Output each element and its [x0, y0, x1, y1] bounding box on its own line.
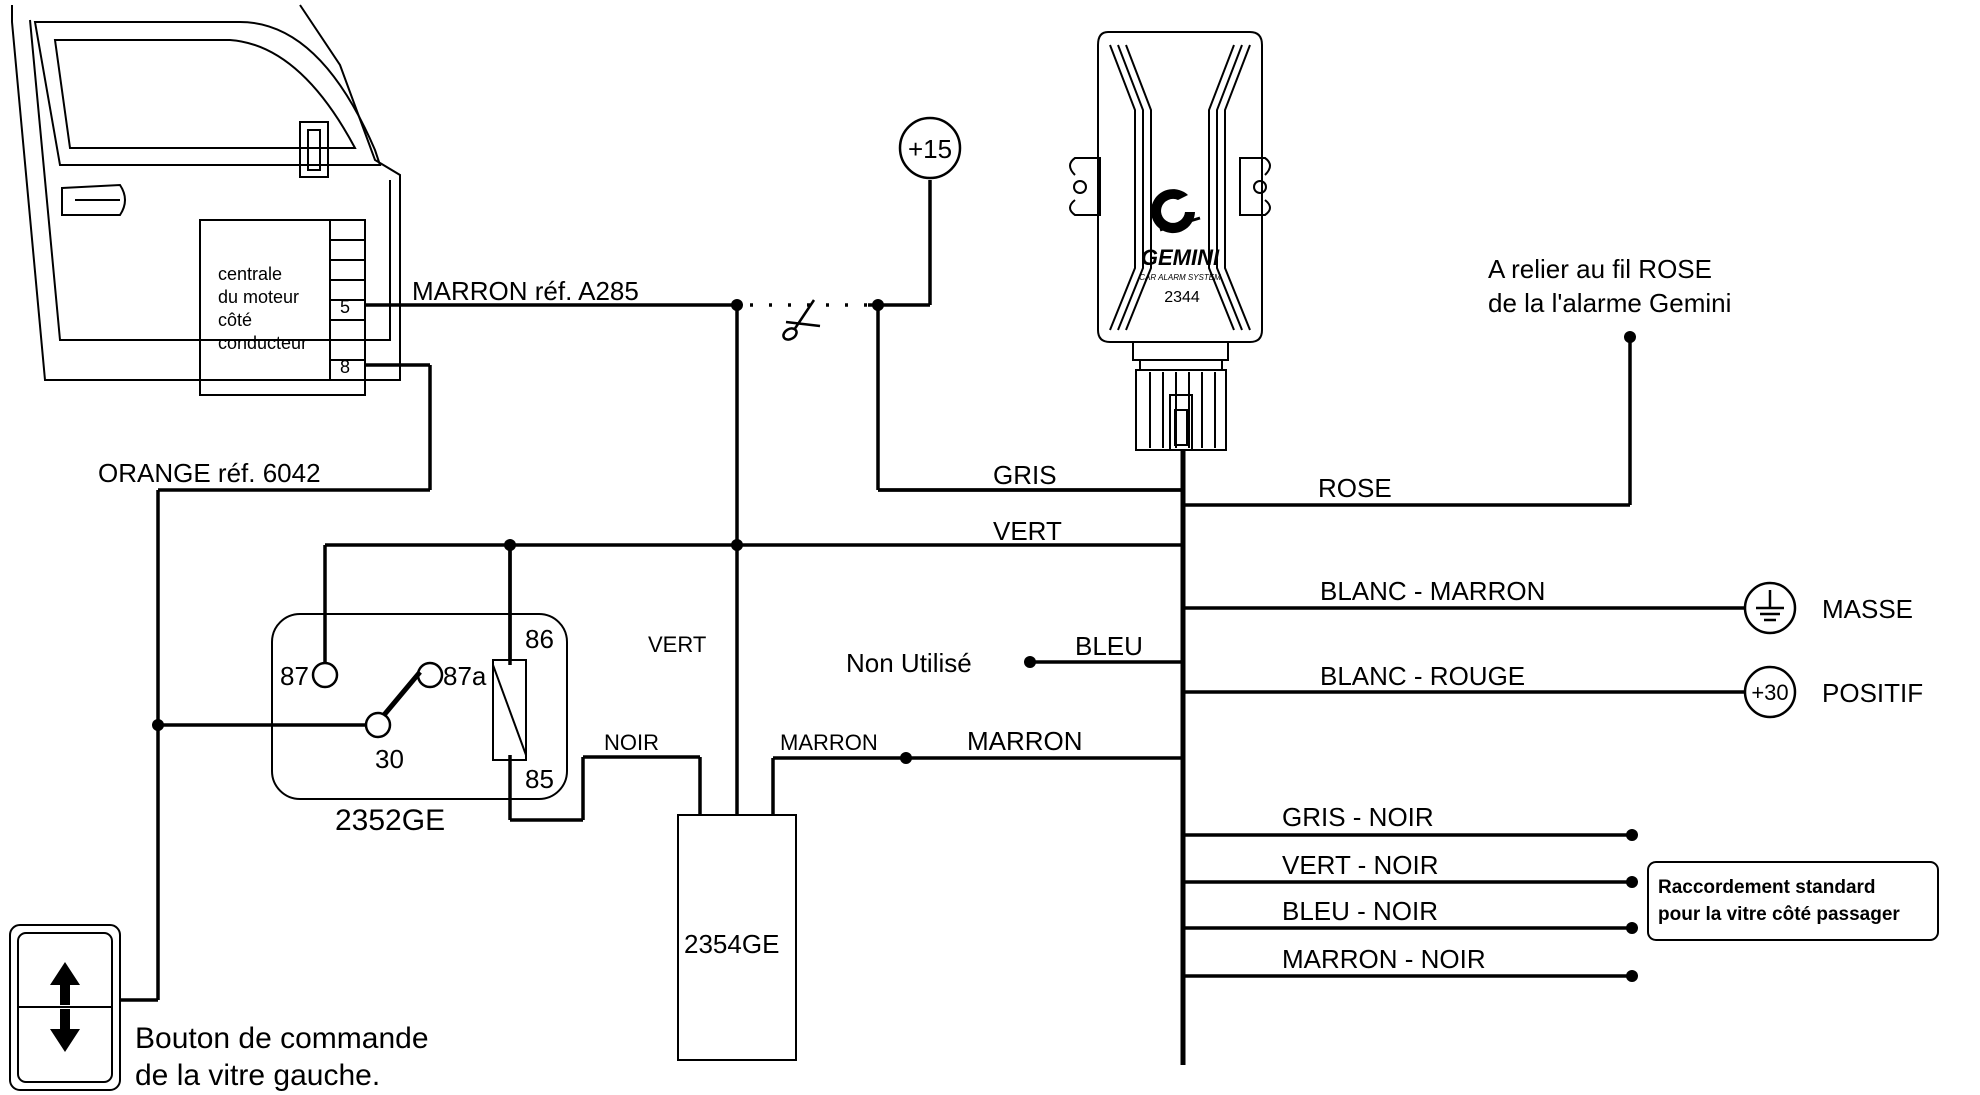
raccord-line2: pour la vitre côté passager	[1658, 904, 1900, 925]
harness-blanc-marron-label: BLANC - MARRON	[1320, 576, 1545, 606]
orange-ref-label: ORANGE réf. 6042	[98, 458, 321, 488]
non-utilise-label: Non Utilisé	[846, 648, 972, 678]
gemini-brand: GEMINI	[1141, 245, 1220, 270]
relay-2352ge: 86 87 87a 30 85 2352GE	[271, 545, 568, 837]
scissors-icon	[782, 299, 821, 341]
module-2354-name: 2354GE	[684, 929, 779, 959]
harness-rose-label: ROSE	[1318, 473, 1392, 503]
relier-note-line2: de la l'alarme Gemini	[1488, 288, 1731, 318]
marron-small-label: MARRON	[780, 730, 878, 755]
ground-icon	[1743, 581, 1797, 635]
relay-pin-85: 85	[525, 764, 554, 794]
plus30-terminal: +30	[1743, 665, 1797, 719]
module-line-4: conducteur	[218, 333, 307, 353]
masse-label: MASSE	[1822, 594, 1913, 624]
positif-label: POSITIF	[1822, 678, 1923, 708]
bouton-line2: de la vitre gauche.	[135, 1059, 380, 1092]
driver-motor-module: centrale du moteur côté conducteur 5 8	[199, 219, 366, 396]
relay-pin-30: 30	[375, 744, 404, 774]
arrow-up-icon	[50, 962, 80, 1005]
noir-label: NOIR	[604, 730, 659, 755]
main-harness	[878, 331, 1745, 1065]
window-switch	[9, 924, 121, 1091]
harness-vert-noir-label: VERT - NOIR	[1282, 850, 1439, 880]
plus15-terminal: +15	[898, 116, 962, 180]
module-2354ge: 2354GE	[677, 814, 797, 1061]
gemini-model: 2344	[1164, 289, 1200, 306]
vert-vertical-label: VERT	[648, 632, 706, 657]
harness-marron-label: MARRON	[967, 726, 1083, 756]
plus30-label: +30	[1751, 680, 1788, 705]
harness-vert-label: VERT	[993, 516, 1062, 546]
relay-pin-86: 86	[525, 624, 554, 654]
raccord-line1: Raccordement standard	[1658, 877, 1876, 898]
harness-blanc-rouge-label: BLANC - ROUGE	[1320, 661, 1525, 691]
module-line-3: côté	[218, 310, 252, 330]
harness-gris-noir-label: GRIS - NOIR	[1282, 802, 1434, 832]
bouton-line1: Bouton de commande	[135, 1022, 429, 1055]
module-line-2: du moteur	[218, 287, 299, 307]
harness-gris-label: GRIS	[993, 460, 1057, 490]
arrow-down-icon	[50, 1009, 80, 1052]
pin-8-label: 8	[340, 357, 350, 377]
harness-marron-noir-label: MARRON - NOIR	[1282, 944, 1486, 974]
pin-5-label: 5	[340, 297, 350, 317]
relier-note-line1: A relier au fil ROSE	[1488, 254, 1712, 284]
module-line-1: centrale	[218, 264, 282, 284]
raccordement-note: Raccordement standard pour la vitre côté…	[1647, 861, 1939, 941]
harness-bleu-noir-label: BLEU - NOIR	[1282, 896, 1438, 926]
car-door	[11, 4, 401, 381]
marron-ref-label: MARRON réf. A285	[412, 276, 639, 306]
relay-pin-87: 87	[280, 661, 309, 691]
plus15-label: +15	[908, 134, 952, 164]
harness-bleu-label: BLEU	[1075, 631, 1143, 661]
relay-name: 2352GE	[335, 804, 445, 837]
gemini-alarm-unit: GEMINI CAR ALARM SYSTEM 2344	[1069, 31, 1271, 451]
relay-pin-87a: 87a	[443, 661, 487, 691]
gemini-tagline: CAR ALARM SYSTEM	[1139, 273, 1221, 282]
